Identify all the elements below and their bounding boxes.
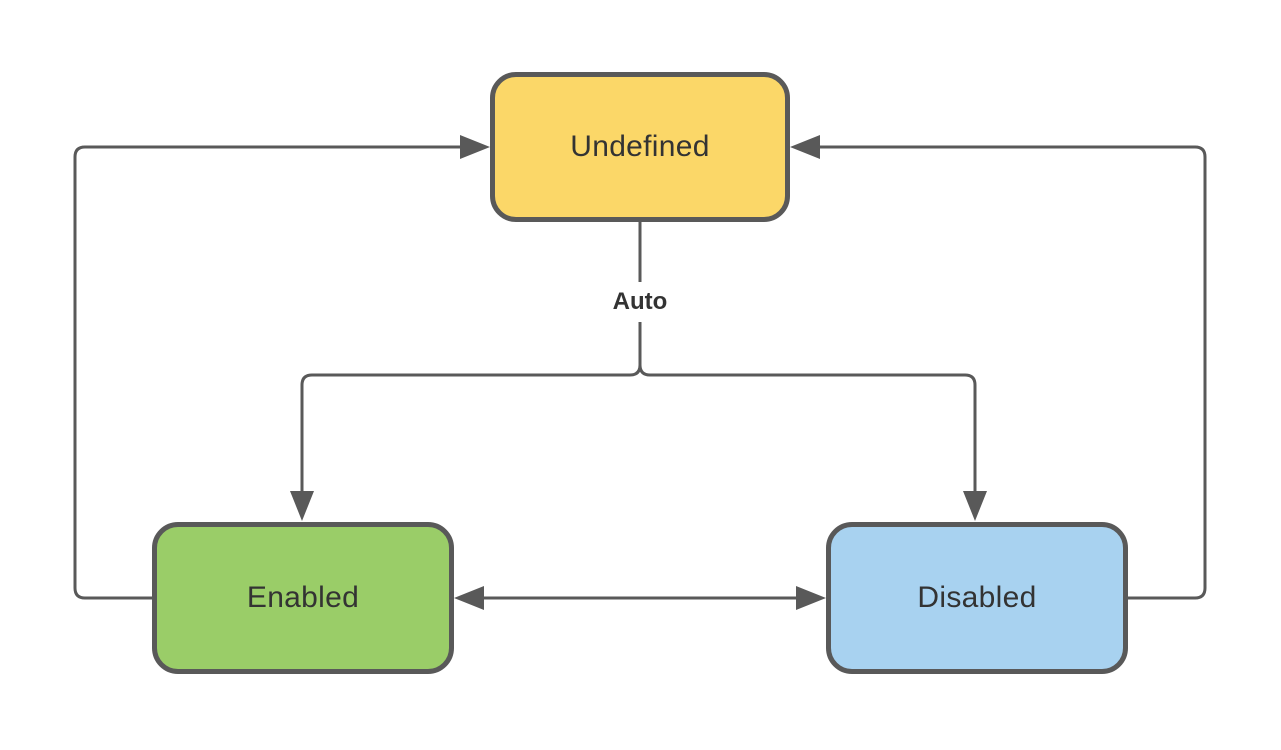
arrowhead-into-undefined-right-icon [790, 135, 820, 159]
edge-label-auto: Auto [602, 282, 678, 322]
node-undefined-label: Undefined [570, 130, 710, 163]
arrowhead-into-enabled-right-icon [454, 586, 484, 610]
arrowhead-into-enabled-top-icon [290, 491, 314, 521]
edge-undefined-to-disabled [638, 364, 977, 491]
arrowhead-into-undefined-left-icon [460, 135, 490, 159]
node-enabled-label: Enabled [246, 581, 360, 614]
node-enabled: Enabled [152, 522, 454, 674]
arrowhead-into-disabled-top-icon [963, 491, 987, 521]
edge-enabled-to-undefined [73, 145, 460, 600]
node-undefined: Undefined [490, 72, 790, 222]
node-disabled: Disabled [826, 522, 1128, 674]
edge-disabled-to-undefined [820, 145, 1207, 600]
node-disabled-label: Disabled [917, 581, 1037, 614]
arrowhead-into-disabled-left-icon [796, 586, 826, 610]
edge-undefined-to-enabled [300, 222, 642, 491]
